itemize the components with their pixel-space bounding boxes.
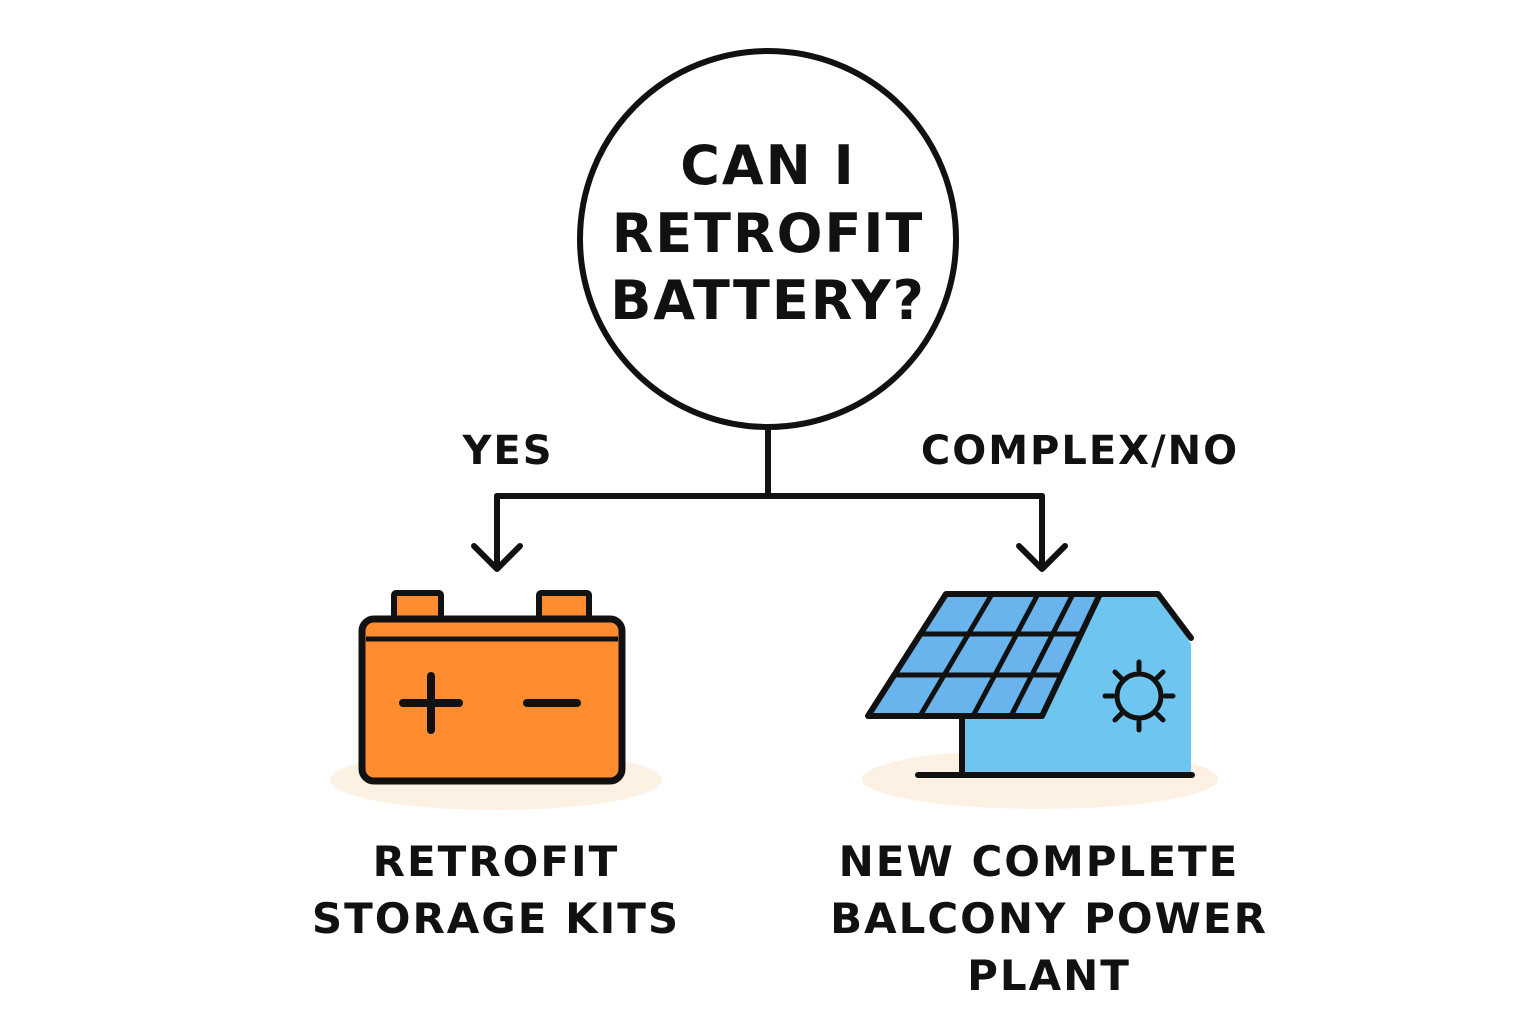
left-outcome-line-2: STORAGE KITS [312,894,680,943]
right-outcome-line-1: NEW COMPLETE [839,837,1240,886]
question-line-2: RETROFIT [612,202,925,265]
complex-no-label: COMPLEX/NO [921,428,1239,474]
sun-icon [1102,659,1176,733]
connector-lines [494,425,1045,569]
yes-label: YES [461,428,553,474]
left-outcome-line-1: RETROFIT [373,837,620,886]
arrowhead-left-icon [471,543,523,572]
right-outcome-line-3: PLANT [967,951,1131,1000]
question-line-1: CAN I [680,134,856,197]
right-outcome-line-2: BALCONY POWER [830,894,1268,943]
solar-house-icon [862,591,1218,809]
arrowhead-right-icon [1016,543,1068,572]
battery-icon [330,590,662,810]
question-line-3: BATTERY? [610,269,926,332]
